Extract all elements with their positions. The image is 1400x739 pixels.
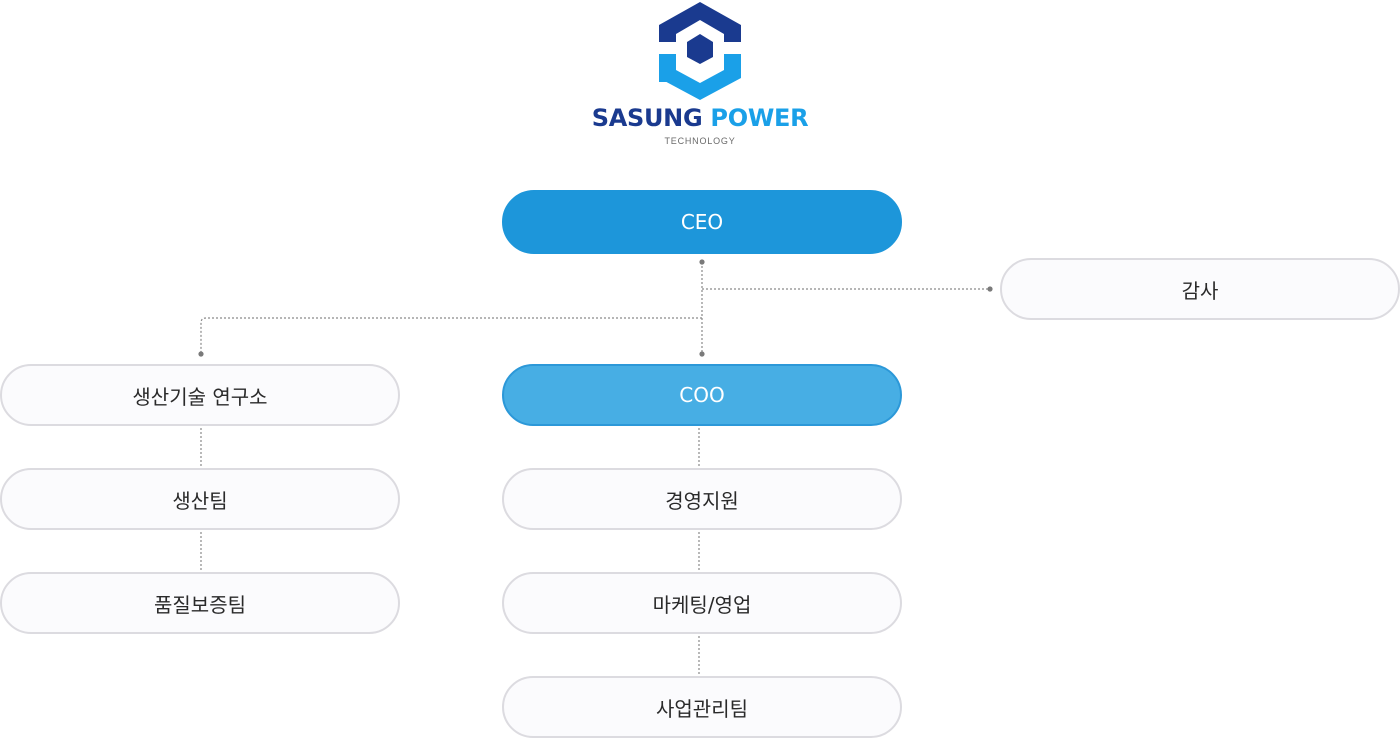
node-audit: 감사 [1000, 258, 1400, 320]
node-management-support: 경영지원 [502, 468, 902, 530]
connector-ceo-lab [200, 317, 702, 354]
connector-dot [198, 351, 204, 357]
company-logo: SASUNG POWER TECHNOLOGY [580, 0, 820, 150]
node-lab: 생산기술 연구소 [0, 364, 400, 426]
logo-word-1: SASUNG [591, 104, 703, 132]
logo-word-2: POWER [710, 104, 809, 132]
node-production-team: 생산팀 [0, 468, 400, 530]
node-qa-team: 품질보증팀 [0, 572, 400, 634]
node-business-management-team: 사업관리팀 [502, 676, 902, 738]
node-ceo: CEO [502, 190, 902, 254]
logo-tagline: TECHNOLOGY [664, 136, 736, 146]
connector-dot [699, 351, 705, 357]
connector-dot [699, 259, 705, 265]
node-marketing-sales: 마케팅/영업 [502, 572, 902, 634]
node-coo: COO [502, 364, 902, 426]
connector-dot [987, 286, 993, 292]
hexagon-logo-icon [659, 2, 741, 100]
logo-wordmark: SASUNG POWER [580, 104, 820, 132]
